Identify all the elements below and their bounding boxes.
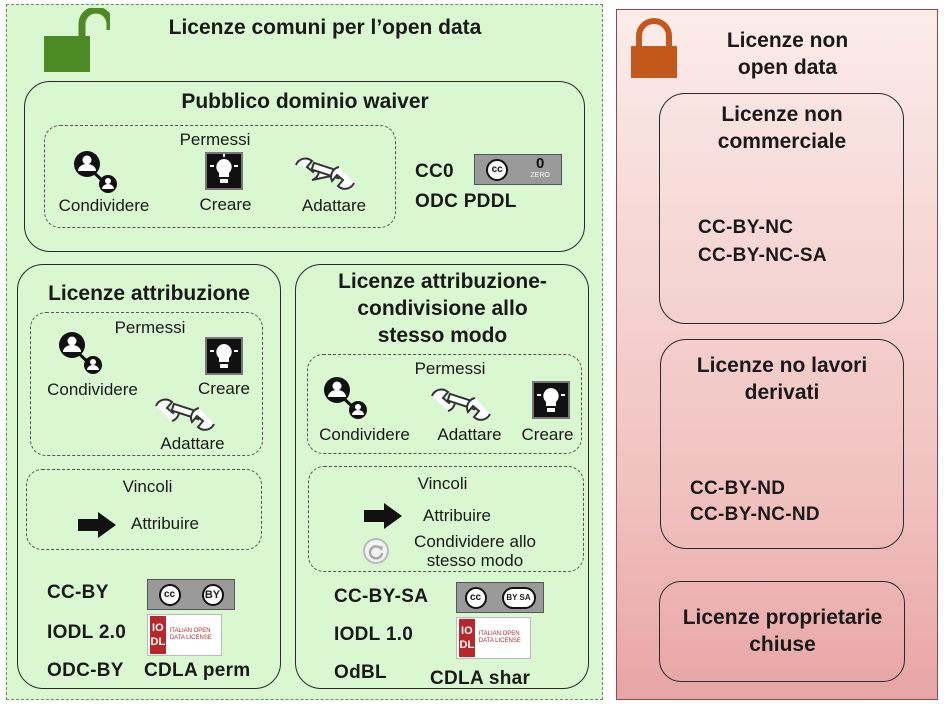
permission-label: Adattare xyxy=(160,434,225,453)
open-lock-icon xyxy=(40,8,110,74)
license-cc-by-nc-nd: CC-BY-NC-ND xyxy=(690,504,820,525)
arrow-right-icon xyxy=(364,503,402,529)
vincoli-label: Vincoli xyxy=(417,474,468,493)
license-cc-by-sa: CC-BY-SA xyxy=(334,586,429,607)
share-alike-vincoli-box xyxy=(308,466,584,572)
attribution-permessi-box xyxy=(30,312,263,456)
constraint-label: Condividere allo xyxy=(414,532,536,551)
attribution-title: Licenze attribuzione xyxy=(48,282,250,305)
closed-lock-icon xyxy=(628,18,680,80)
permission-label: Creare xyxy=(521,425,574,444)
iodl-mark-top: IO xyxy=(461,625,473,637)
arrow-right-icon xyxy=(78,512,116,538)
permission-label: Condividere xyxy=(58,196,150,215)
closed-panel-title-line: open data xyxy=(737,56,838,79)
share-people-icon xyxy=(70,150,120,196)
by-logo: BY xyxy=(201,583,224,606)
non-commercial-box xyxy=(659,93,904,324)
share-alike-icon xyxy=(362,537,390,565)
attribution-box xyxy=(17,264,281,689)
license-cc-by-nc: CC-BY-NC xyxy=(698,217,794,238)
iodl-mark-bottom: DL xyxy=(459,639,475,651)
license-iodl-2: IODL 2.0 xyxy=(47,622,127,643)
public-domain-permessi-box xyxy=(44,125,396,228)
by-sa-logo: BY SA xyxy=(501,586,536,609)
share-alike-title-line: Licenze attribuzione- xyxy=(338,270,547,293)
permission-label: Condividere xyxy=(47,380,138,399)
cc0-badge-zero: 0 xyxy=(535,154,545,172)
public-domain-box xyxy=(24,81,585,252)
constraint-label: Attribuire xyxy=(130,514,200,533)
proprietary-title-line: Licenze proprietarie xyxy=(682,606,883,629)
cc-logo: cc xyxy=(464,586,487,609)
permission-label: Adattare xyxy=(437,425,502,444)
permission-label: Creare xyxy=(199,195,252,214)
cc0-badge: cc 0 ZERO xyxy=(474,154,562,185)
license-cdla-shar: CDLA shar xyxy=(430,668,531,689)
closed-panel-title-line: Licenze non xyxy=(726,29,849,52)
permission-label: Adattare xyxy=(301,196,367,215)
iodl-badge: IO DL ITALIAN OPEN DATA LICENSE xyxy=(147,614,222,656)
wrench-icon xyxy=(152,392,218,434)
iodl-mark-bottom: DL xyxy=(150,636,166,648)
iodl-text: ITALIAN OPEN DATA LICENSE xyxy=(169,628,212,641)
open-panel-title: Licenze comuni per l’open data xyxy=(168,16,482,39)
attribution-vincoli-box xyxy=(26,469,262,550)
lightbulb-icon xyxy=(532,381,570,419)
no-derivatives-title-line: Licenze no lavori xyxy=(696,354,868,377)
permessi-label: Permessi xyxy=(114,318,186,337)
permessi-label: Permessi xyxy=(414,359,486,378)
wrench-icon xyxy=(292,151,358,193)
license-cc-by-nd: CC-BY-ND xyxy=(690,478,786,499)
no-derivatives-title-line: derivati xyxy=(744,381,820,404)
permission-label: Condividere xyxy=(319,425,410,444)
proprietary-title-line: chiuse xyxy=(749,633,816,656)
constraint-label: Attribuire xyxy=(422,506,492,525)
share-people-icon xyxy=(320,376,370,422)
vincoli-label: Vincoli xyxy=(122,477,173,496)
iodl-mark-top: IO xyxy=(152,622,164,634)
wrench-icon xyxy=(428,382,494,424)
cc-by-sa-badge: cc BY SA xyxy=(456,582,544,613)
lightbulb-icon xyxy=(205,337,243,375)
iodl-badge: IO DL ITALIAN OPEN DATA LICENSE xyxy=(456,617,531,659)
public-domain-title: Pubblico dominio waiver xyxy=(181,90,429,113)
cc-logo: cc xyxy=(158,583,181,606)
proprietary-box xyxy=(659,581,905,682)
license-cdla-perm: CDLA perm xyxy=(144,660,251,681)
license-iodl-1: IODL 1.0 xyxy=(334,624,414,645)
cc-by-badge: cc BY xyxy=(147,579,235,610)
license-cc-by: CC-BY xyxy=(47,582,109,603)
cc0-badge-sub: ZERO xyxy=(530,171,550,179)
cc-logo: cc xyxy=(486,158,509,181)
license-odc-by: ODC-BY xyxy=(47,660,124,681)
non-commercial-title-line: commerciale xyxy=(717,130,847,153)
non-commercial-title-line: Licenze non xyxy=(721,103,843,126)
share-alike-title-line: stesso modo xyxy=(377,324,508,347)
share-people-icon xyxy=(55,331,105,377)
no-derivatives-box xyxy=(660,339,904,549)
share-alike-box xyxy=(295,264,589,689)
license-odc-pddl: ODC PDDL xyxy=(415,191,517,212)
license-odbl: OdBL xyxy=(334,662,387,683)
license-cc-by-nc-sa: CC-BY-NC-SA xyxy=(698,245,827,266)
license-cc0: CC0 xyxy=(415,161,454,182)
constraint-label: stesso modo xyxy=(426,551,524,570)
permessi-label: Permessi xyxy=(179,130,251,149)
share-alike-title-line: condivisione allo xyxy=(357,297,528,320)
share-alike-permessi-box xyxy=(307,354,582,454)
iodl-text: ITALIAN OPEN DATA LICENSE xyxy=(478,631,521,644)
lightbulb-icon xyxy=(205,152,243,190)
permission-label: Creare xyxy=(198,379,250,398)
